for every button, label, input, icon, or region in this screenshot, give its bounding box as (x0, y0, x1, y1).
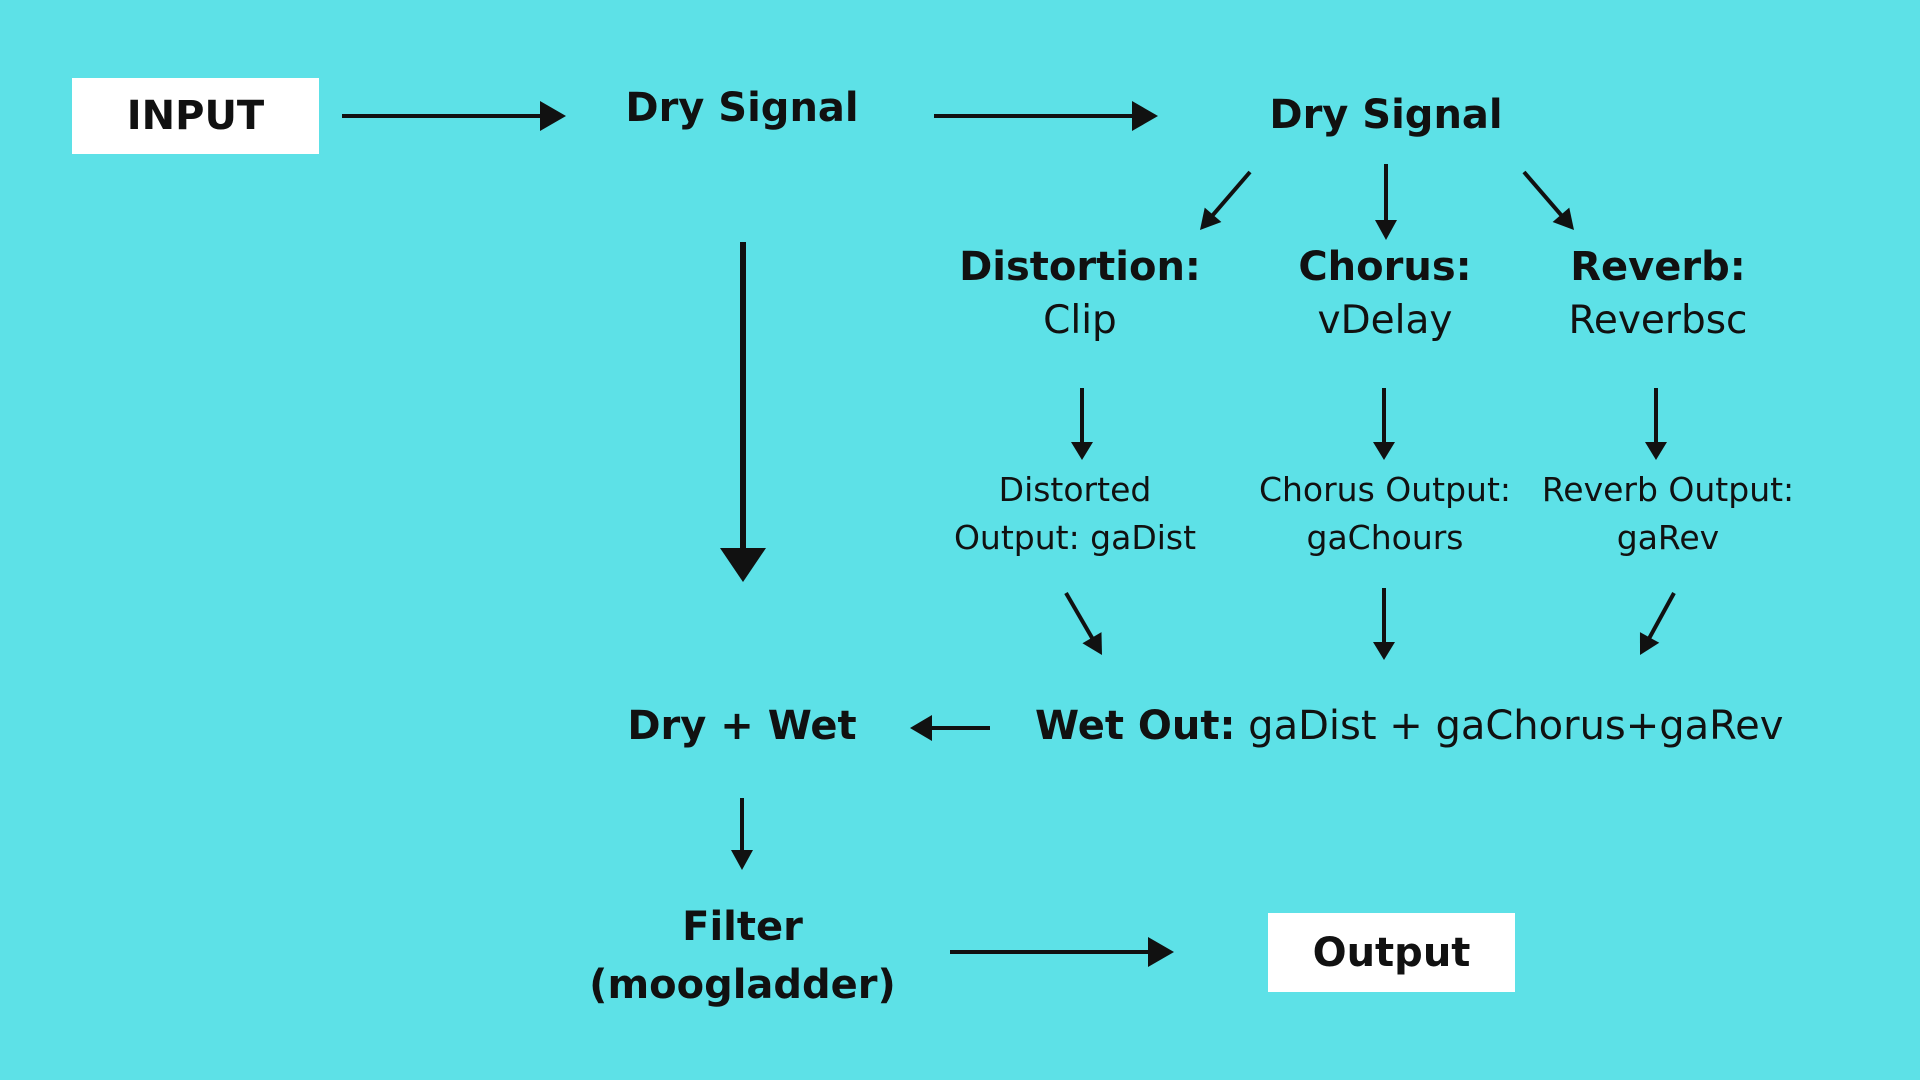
arrow-input-to-dry-head (540, 101, 566, 131)
arrow-dry-to-distortion-head (1200, 207, 1222, 230)
arrow-dry-to-distortion-shaft (1210, 170, 1252, 218)
input-label: INPUT (126, 93, 265, 139)
arrow-dry-to-dry-head (1132, 101, 1158, 131)
dry-wet-node: Dry + Wet (592, 703, 892, 749)
arrow-chorus-out-to-wet (1373, 588, 1395, 660)
arrow-dry-down-to-mix (720, 242, 766, 582)
arrow-dry-to-chorus (1375, 164, 1397, 240)
output-label: Output (1312, 929, 1471, 976)
arrow-reverb-down (1645, 388, 1667, 460)
arrow-filter-to-output-head (1148, 937, 1174, 967)
chorus-output-line1: Chorus Output: (1258, 470, 1512, 509)
arrow-reverb-out-to-wet-head (1639, 632, 1660, 655)
output-node: Output (1268, 913, 1515, 992)
filter-label-line2: (moogladder) (589, 962, 896, 1008)
dry-wet-label: Dry + Wet (627, 703, 857, 749)
chorus-method: vDelay (1317, 298, 1453, 343)
arrow-filter-to-output (950, 937, 1174, 967)
chorus-output-line2: gaChours (1306, 518, 1464, 557)
distorted-output-node: Distorted Output: gaDist (935, 466, 1215, 562)
distortion-label: Distortion: (959, 244, 1201, 290)
arrow-dry-to-dry (934, 101, 1158, 131)
dry-signal-label-2: Dry Signal (1269, 92, 1503, 138)
arrow-distortion-down-head (1071, 442, 1093, 460)
reverb-output-line2: gaRev (1616, 518, 1720, 557)
arrow-drywet-to-filter (731, 798, 753, 870)
chorus-label: Chorus: (1298, 244, 1472, 290)
arrow-wet-to-drywet-head (910, 715, 932, 741)
input-node: INPUT (72, 78, 319, 154)
arrow-distorted-to-wet-shaft (1064, 591, 1095, 641)
wet-out-label: Wet Out: (1035, 703, 1236, 749)
arrow-dry-to-reverb (1522, 170, 1574, 230)
arrow-reverb-out-to-wet (1639, 592, 1676, 655)
wet-out-node: Wet Out: gaDist + gaChorus+gaRev (1035, 703, 1783, 749)
arrow-dry-to-reverb-head (1552, 207, 1574, 230)
arrow-reverb-out-to-wet-shaft (1646, 592, 1676, 641)
arrow-wet-to-drywet (910, 715, 990, 741)
arrow-chorus-down-head (1373, 442, 1395, 460)
wet-out-formula: gaDist + gaChorus+gaRev (1235, 703, 1784, 749)
reverb-node: Reverb: Reverbsc (1518, 244, 1798, 343)
distorted-output-line2: Output: gaDist (953, 518, 1197, 557)
arrow-drywet-to-filter-head (731, 850, 753, 870)
distortion-method: Clip (1043, 298, 1117, 343)
dry-signal-node-2: Dry Signal (1236, 92, 1536, 138)
arrow-dry-to-reverb-shaft (1522, 170, 1564, 218)
arrow-chorus-down (1373, 388, 1395, 460)
arrow-reverb-down-head (1645, 442, 1667, 460)
reverb-label: Reverb: (1570, 244, 1746, 290)
arrow-distorted-to-wet (1064, 591, 1102, 655)
filter-label-line1: Filter (682, 904, 803, 950)
reverb-output-line1: Reverb Output: (1541, 470, 1795, 509)
filter-node: Filter (moogladder) (580, 898, 905, 1014)
arrow-dry-to-distortion (1200, 170, 1252, 230)
arrow-distortion-down (1071, 388, 1093, 460)
arrow-dry-to-chorus-head (1375, 220, 1397, 240)
dry-signal-label-1: Dry Signal (625, 85, 859, 131)
chorus-node: Chorus: vDelay (1245, 244, 1525, 343)
reverb-method: Reverbsc (1568, 298, 1748, 343)
arrow-input-to-dry (342, 101, 566, 131)
distorted-output-line1: Distorted (998, 470, 1152, 509)
distortion-node: Distortion: Clip (940, 244, 1220, 343)
arrow-distorted-to-wet-head (1082, 632, 1102, 655)
arrow-chorus-out-to-wet-head (1373, 642, 1395, 660)
arrow-dry-down-to-mix-head (720, 548, 766, 582)
dry-signal-node-1: Dry Signal (592, 85, 892, 131)
reverb-output-node: Reverb Output: gaRev (1518, 466, 1818, 562)
chorus-output-node: Chorus Output: gaChours (1235, 466, 1535, 562)
